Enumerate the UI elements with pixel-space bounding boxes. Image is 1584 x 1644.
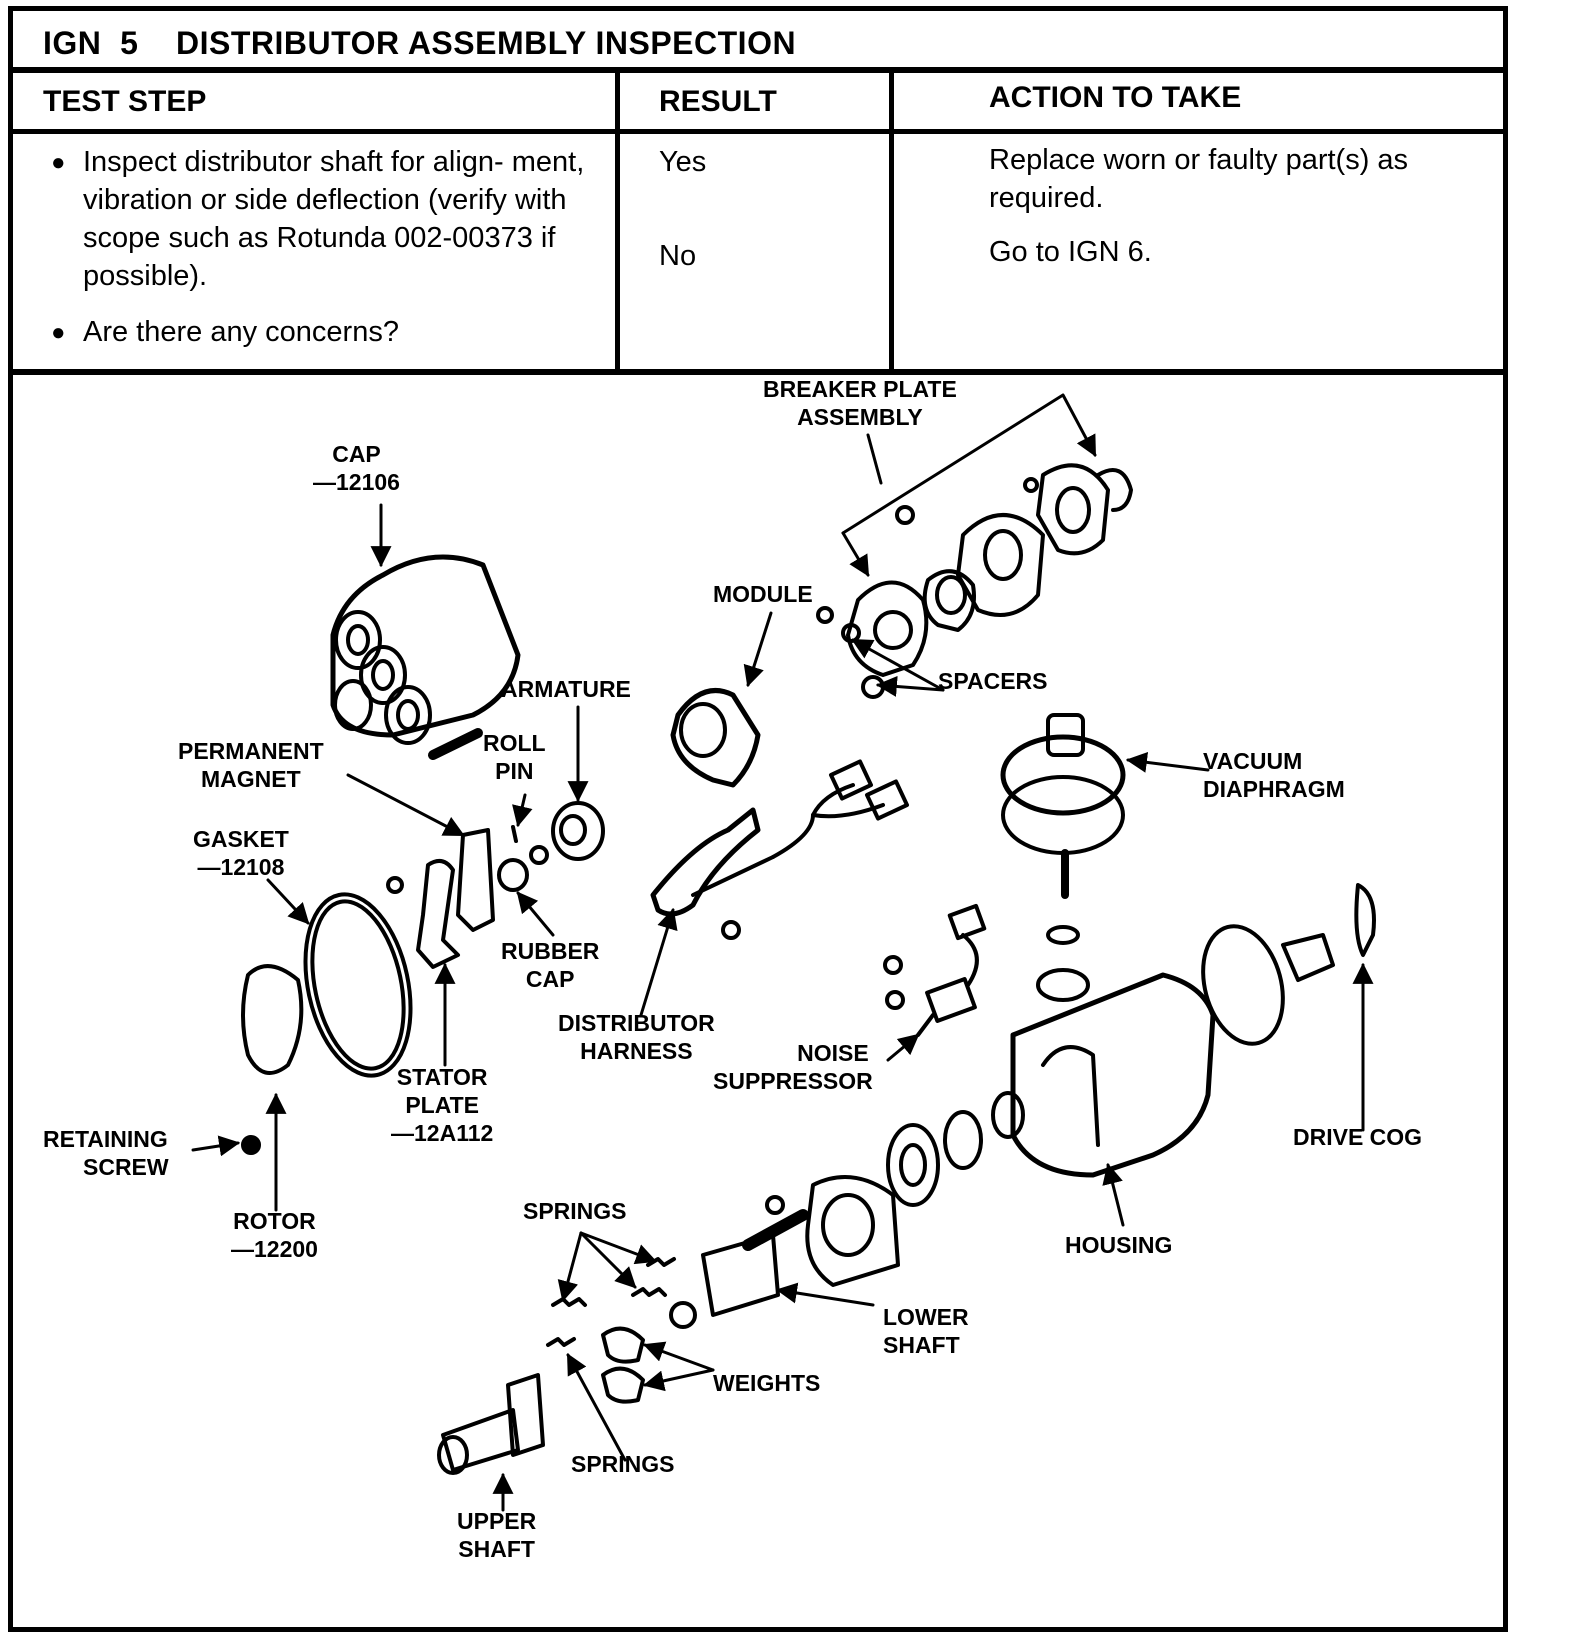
housing-part xyxy=(1010,883,1376,1178)
label-line: DIAPHRAGM xyxy=(1203,776,1345,802)
cap-part xyxy=(330,554,521,760)
action-no: Go to IGN 6. xyxy=(989,236,1152,268)
inspection-sheet: IGN 5 DISTRIBUTOR ASSEMBLY INSPECTION TE… xyxy=(8,6,1508,1632)
label-line: SHAFT xyxy=(458,1536,535,1562)
label-cap: CAP —12106 xyxy=(313,440,400,496)
label-housing: HOUSING xyxy=(1065,1232,1173,1258)
label-line: —12106 xyxy=(313,469,400,495)
label-line: RUBBER xyxy=(501,938,600,964)
spacer-part xyxy=(861,675,885,699)
bullet-icon: ● xyxy=(51,319,66,346)
label-module: MODULE xyxy=(713,581,813,607)
exploded-distributor-diagram: BREAKER PLATE ASSEMBLY CAP —12106 MODULE… xyxy=(8,370,1508,1632)
page-title: IGN 5 DISTRIBUTOR ASSEMBLY INSPECTION xyxy=(43,25,797,61)
label-springs-bottom: SPRINGS xyxy=(571,1451,675,1477)
label-noise-suppressor: NOISE SUPPRESSOR xyxy=(713,1039,873,1095)
column-header-result: RESULT xyxy=(659,85,777,118)
bullet-icon: ● xyxy=(51,149,66,176)
label-lower-shaft: LOWER SHAFT xyxy=(883,1303,969,1359)
label-springs-top: SPRINGS xyxy=(523,1198,627,1224)
label-breaker-plate: BREAKER PLATE ASSEMBLY xyxy=(763,375,957,431)
label-vacuum-diaphragm: VACUUM DIAPHRAGM xyxy=(1203,747,1345,803)
header-divider xyxy=(13,129,1503,134)
vacuum-diaphragm-part xyxy=(1000,713,1126,945)
label-line: SUPPRESSOR xyxy=(713,1068,873,1094)
diagram-drawing xyxy=(191,393,1376,1512)
spacer-part xyxy=(816,606,834,624)
label-spacers: SPACERS xyxy=(938,668,1048,694)
inspection-table: TEST STEP RESULT ACTION TO TAKE ● Inspec… xyxy=(8,68,1508,374)
label-line: CAP xyxy=(525,966,575,992)
label-line: CAP xyxy=(332,441,381,467)
test-step-2: Are there any concerns? xyxy=(83,316,399,348)
action-yes: Replace worn or faulty part(s) as requir… xyxy=(989,144,1409,214)
label-line: ASSEMBLY xyxy=(797,404,923,430)
column-divider xyxy=(615,73,620,369)
label-retaining-screw: RETAINING SCREW xyxy=(43,1125,169,1181)
label-rubber-cap: RUBBER CAP xyxy=(501,937,599,993)
label-armature: ARMATURE xyxy=(501,676,631,702)
label-line: VACUUM xyxy=(1203,748,1303,774)
roll-pin-part xyxy=(511,825,518,843)
label-line: PIN xyxy=(495,758,534,784)
label-line: —12A112 xyxy=(391,1120,494,1146)
label-permanent-magnet: PERMANENT MAGNET xyxy=(178,737,324,793)
label-distributor-harness: DISTRIBUTOR HARNESS xyxy=(558,1009,715,1065)
column-header-test-step: TEST STEP xyxy=(43,85,207,118)
label-line: UPPER xyxy=(457,1508,537,1534)
distributor-harness-part xyxy=(650,759,909,940)
breaker-plate-part xyxy=(846,463,1133,677)
column-header-action: ACTION TO TAKE xyxy=(989,81,1242,114)
leader-lines xyxy=(191,393,1374,1512)
rubber-cap-part xyxy=(497,858,529,892)
gasket-part xyxy=(303,892,413,1078)
label-line: DISTRIBUTOR xyxy=(558,1010,715,1036)
label-line: BREAKER PLATE xyxy=(763,376,957,402)
label-line: —12108 xyxy=(197,854,285,880)
label-upper-shaft: UPPER SHAFT xyxy=(457,1507,536,1563)
label-line: PERMANENT xyxy=(178,738,324,764)
label-stator-plate: STATOR PLATE —12A112 xyxy=(391,1063,493,1147)
label-roll-pin: ROLL PIN xyxy=(483,729,546,785)
label-rotor: ROTOR —12200 xyxy=(231,1207,318,1263)
label-line: STATOR xyxy=(396,1064,488,1090)
module-part xyxy=(670,688,761,788)
magnet-stator-part xyxy=(386,828,495,969)
title-bar: IGN 5 DISTRIBUTOR ASSEMBLY INSPECTION xyxy=(8,6,1508,72)
label-line: RETAINING xyxy=(43,1126,168,1152)
armature-part xyxy=(529,801,605,865)
label-line: SCREW xyxy=(83,1154,169,1180)
label-line: ROLL xyxy=(483,730,546,756)
label-weights: WEIGHTS xyxy=(713,1370,821,1396)
upper-shaft-part xyxy=(437,1373,545,1475)
label-line: ROTOR xyxy=(233,1208,316,1234)
label-line: NOISE xyxy=(797,1040,869,1066)
column-divider xyxy=(889,73,894,369)
result-yes: Yes xyxy=(659,146,707,178)
bearing-seal-part xyxy=(886,1091,1025,1207)
test-step-1: Inspect distributor shaft for align- men… xyxy=(83,146,585,292)
label-line: MAGNET xyxy=(201,766,301,792)
label-drive-cog: DRIVE COG xyxy=(1293,1124,1423,1150)
label-gasket: GASKET —12108 xyxy=(193,825,289,881)
rotor-part xyxy=(241,964,304,1075)
noise-suppressor-part xyxy=(883,903,987,1037)
spacer-part xyxy=(841,623,861,643)
retaining-screw-part xyxy=(241,1135,261,1155)
label-line: SHAFT xyxy=(883,1332,960,1358)
result-no: No xyxy=(659,240,697,272)
lower-shaft-part xyxy=(669,1175,900,1329)
label-line: —12200 xyxy=(231,1236,318,1262)
label-line: GASKET xyxy=(193,826,289,852)
label-line: PLATE xyxy=(405,1092,479,1118)
label-line: LOWER xyxy=(883,1304,969,1330)
label-line: HARNESS xyxy=(580,1038,693,1064)
